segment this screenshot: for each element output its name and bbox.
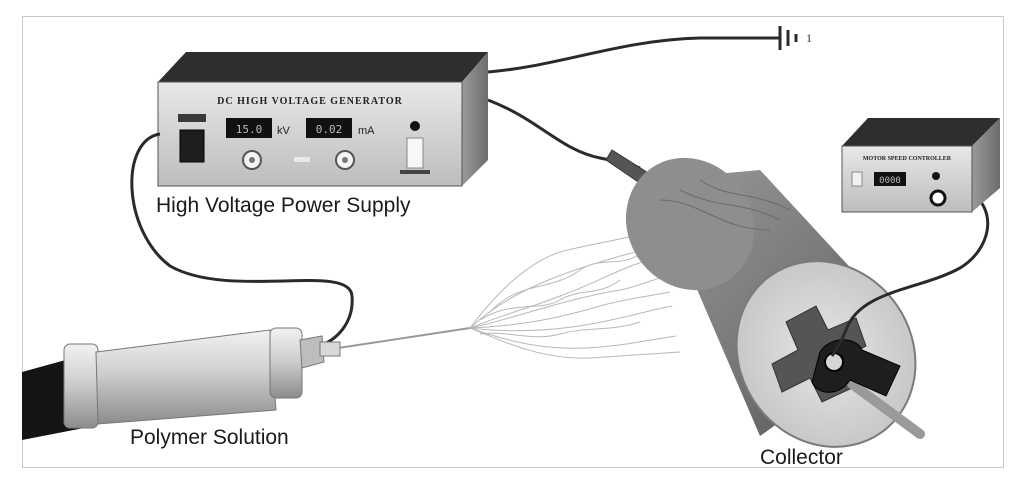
motor-speed-controller: MOTOR SPEED CONTROLLER 0000 (841, 118, 1000, 213)
label-high-voltage-power-supply: High Voltage Power Supply (156, 194, 411, 217)
current-unit: mA (358, 125, 375, 137)
controller-readout: 0000 (879, 176, 901, 186)
controller-knob[interactable] (929, 189, 947, 207)
controller-title: MOTOR SPEED CONTROLLER (863, 156, 952, 162)
current-display (306, 118, 352, 138)
controller-switch[interactable] (851, 171, 863, 187)
fiber-jet (337, 231, 681, 359)
label-collector: Collector (760, 446, 843, 469)
syringe (22, 327, 341, 440)
controller-lamp-icon (932, 172, 940, 180)
voltage-unit: kV (277, 125, 291, 137)
label-polymer-solution: Polymer Solution (130, 426, 289, 449)
ground-wire (487, 36, 780, 74)
wire-to-needle (130, 132, 354, 348)
generator-title: DC HIGH VOLTAGE GENERATOR (217, 96, 403, 107)
power-switch[interactable] (179, 129, 205, 163)
high-voltage-power-supply: DC HIGH VOLTAGE GENERATOR 15.0 kV 0.02 m… (157, 52, 488, 187)
ground-mark: 1 (806, 31, 812, 45)
voltage-display (226, 118, 272, 138)
needle-tip (319, 341, 341, 357)
wire-to-drum-motor (830, 188, 990, 357)
controller-display (874, 172, 906, 186)
key-switch[interactable] (406, 137, 424, 169)
current-readout: 0.02 (316, 123, 343, 136)
indicator-lamp-icon (410, 121, 420, 131)
voltage-readout: 15.0 (236, 123, 263, 136)
ground-symbol-icon (778, 26, 798, 50)
collector-drum (625, 157, 925, 448)
drum-shaft (847, 379, 925, 439)
